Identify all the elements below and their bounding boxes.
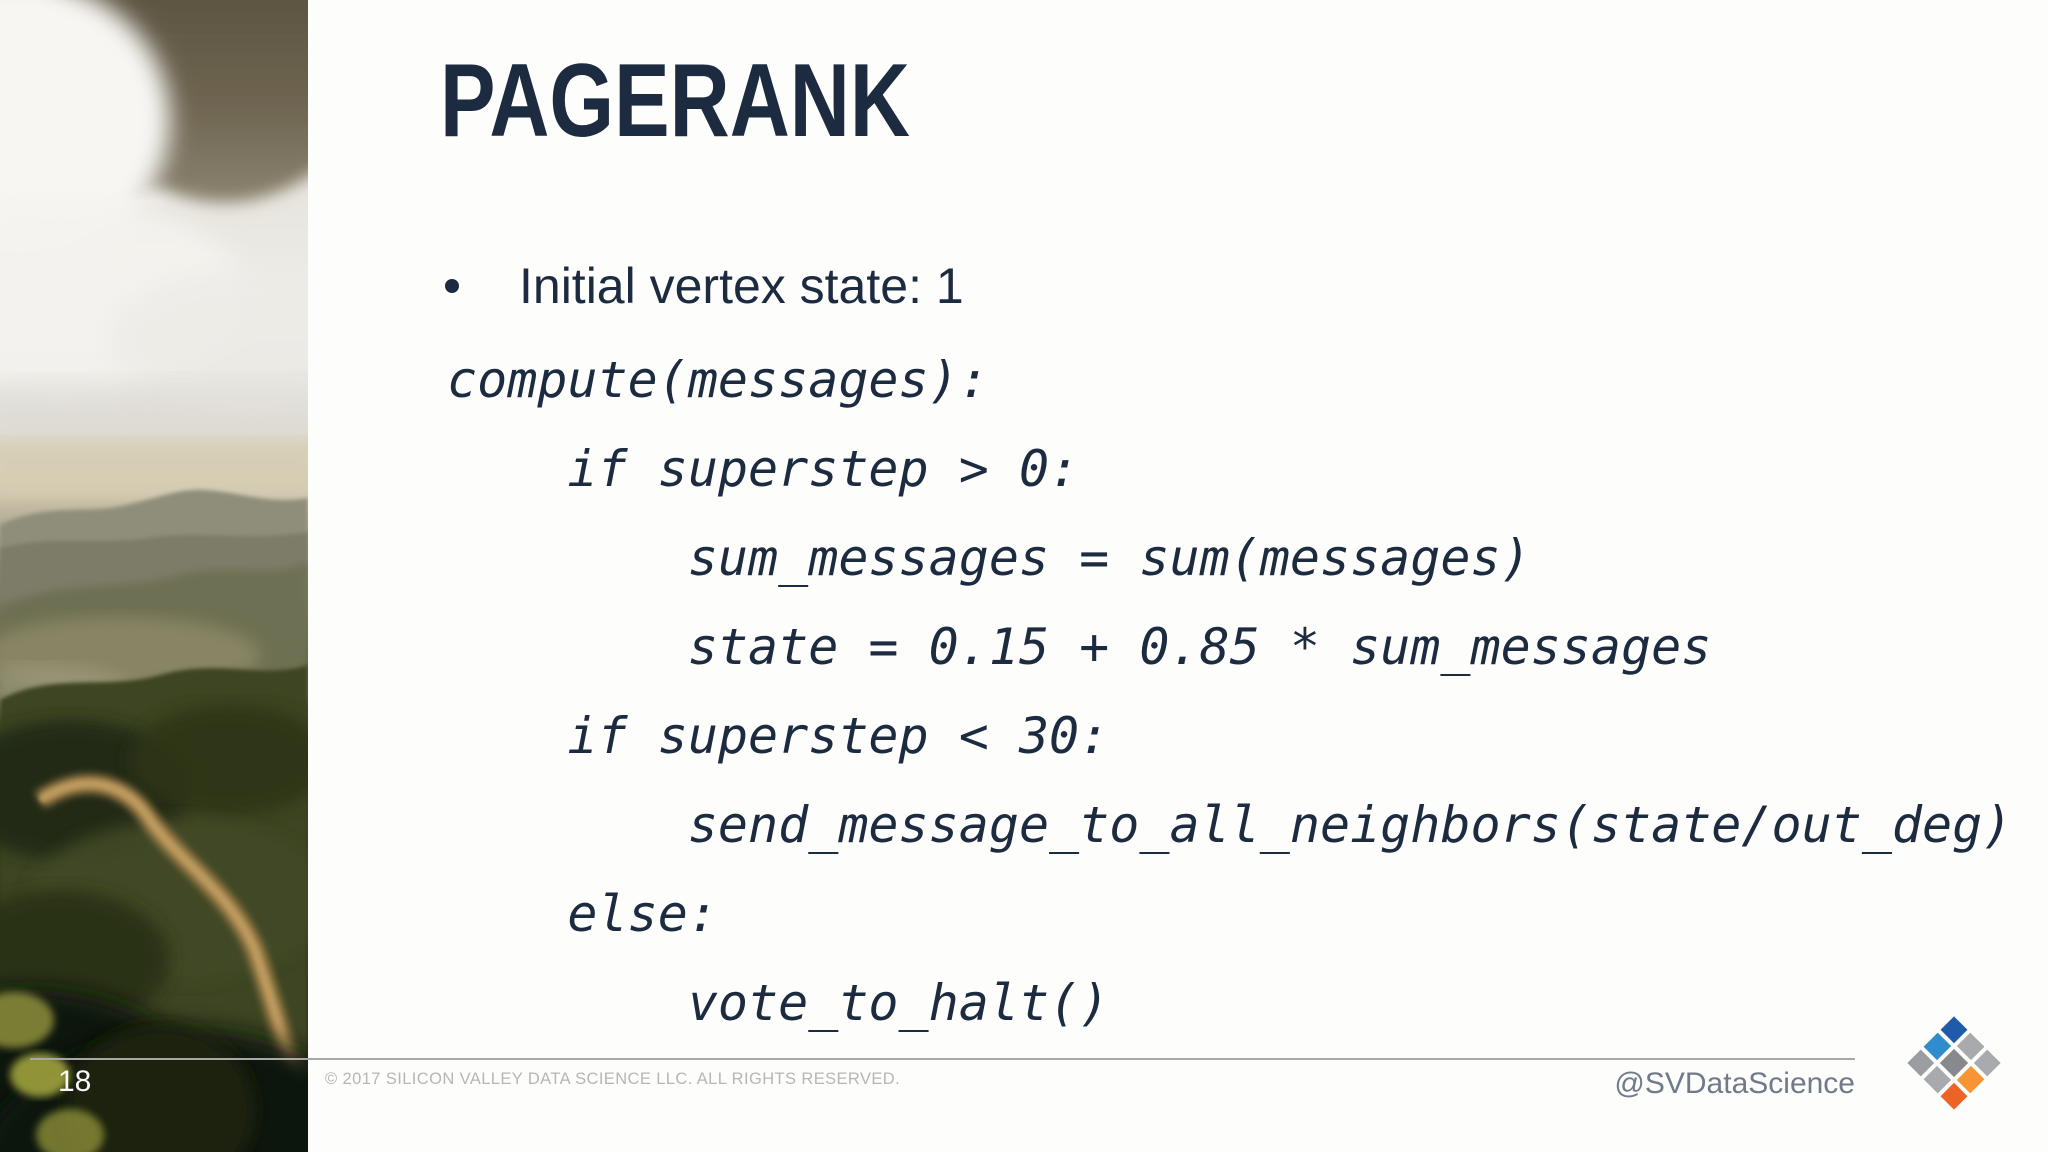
landscape-photo-art bbox=[0, 0, 308, 1152]
bullet-item: Initial vertex state: 1 bbox=[445, 256, 964, 316]
code-line: sum_messages = sum(messages) bbox=[447, 529, 1531, 587]
code-line: if superstep > 0: bbox=[447, 440, 1080, 498]
code-line: if superstep < 30: bbox=[447, 707, 1110, 765]
landscape-photo bbox=[0, 0, 308, 1152]
code-line: vote_to_halt() bbox=[447, 974, 1110, 1032]
bullet-text: Initial vertex state: 1 bbox=[519, 258, 964, 314]
twitter-handle: @SVDataScience bbox=[1614, 1067, 1855, 1100]
page-number: 18 bbox=[58, 1065, 92, 1098]
code-line: else: bbox=[447, 885, 718, 943]
copyright-text: © 2017 SILICON VALLEY DATA SCIENCE LLC. … bbox=[325, 1070, 901, 1088]
bullet-marker-icon bbox=[445, 279, 459, 293]
code-line: state = 0.15 + 0.85 * sum_messages bbox=[447, 618, 1712, 676]
code-line: send_message_to_all_neighbors(state/out_… bbox=[447, 796, 2013, 854]
slide-title: PAGERANK bbox=[440, 43, 910, 159]
code-block: compute(messages): if superstep > 0: sum… bbox=[447, 336, 2048, 1048]
footer-divider bbox=[30, 1058, 1855, 1060]
code-line: compute(messages): bbox=[447, 351, 989, 409]
